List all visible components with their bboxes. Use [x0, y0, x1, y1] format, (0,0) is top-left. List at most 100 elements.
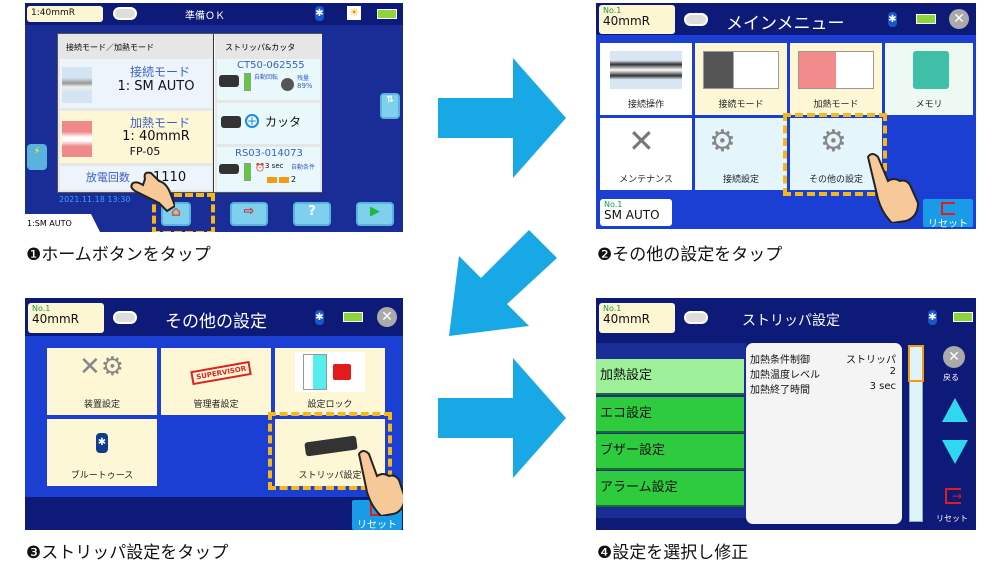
settings-list: 加熱設定 エコ設定 ブザー設定 アラーム設定 — [596, 343, 746, 518]
menu-item-alarm[interactable]: アラーム設定 — [596, 471, 744, 507]
heater-icon — [62, 121, 92, 157]
step3-caption: ❸ストリッパ設定をタップ — [26, 543, 229, 563]
mode-value: 40mmR — [603, 14, 650, 28]
scrollbar-thumb[interactable] — [908, 345, 924, 382]
arc-count-card: 放電回数 1110 — [60, 166, 212, 190]
no-label: No.1 — [603, 6, 622, 15]
mode-column: 接続モード／加熱モード 接続モード 1: SM AUTO 加熱モード 1: 40… — [58, 34, 214, 192]
stripper-time: 3 sec — [265, 162, 284, 170]
exit-button[interactable]: ⇨ — [230, 202, 268, 226]
scroll-up-button[interactable] — [942, 398, 968, 422]
heat-mode-label: 1:40mmR — [27, 6, 103, 22]
battery-level-icon — [244, 73, 251, 91]
bottom-bar — [25, 497, 403, 530]
blade-icon — [281, 78, 294, 91]
tile-heat-mode[interactable]: 加熱モード — [790, 43, 882, 115]
reset-label[interactable]: リセット — [936, 514, 968, 523]
highlight-box — [152, 193, 215, 232]
sun-icon: ☀ — [347, 6, 361, 20]
tile-splice-mode[interactable]: 接続モード — [695, 43, 787, 115]
supervisor-stamp-icon: SUPERVISOR — [190, 360, 253, 386]
add-cutter-card[interactable]: + カッタ — [217, 103, 320, 144]
page-title: その他の設定 — [165, 312, 267, 332]
stripper-card[interactable]: RS03-014073 ⏰ 3 sec 自動条件 2 — [217, 147, 320, 191]
no-label: No.1 — [604, 200, 623, 209]
start-button[interactable]: ▶ — [356, 202, 394, 226]
status-text: 準備ＯＫ — [185, 11, 225, 22]
tile-splice-operation[interactable]: 接続操作 — [600, 43, 692, 115]
bluetooth-icon: ✱ — [96, 433, 108, 453]
cutter-icon — [221, 116, 241, 128]
stripper-icon — [219, 164, 239, 174]
timer-icon: ⏰ — [255, 163, 265, 172]
step2-caption: ❷その他の設定をタップ — [597, 245, 783, 265]
tile-device-settings[interactable]: ✕⚙装置設定 — [47, 348, 157, 415]
tile-maintenance[interactable]: ✕メンテナンス — [600, 118, 692, 190]
datetime: 2021.11.18 13:30 — [59, 195, 131, 204]
menu-item-buzzer[interactable]: ブザー設定 — [596, 434, 744, 470]
section-title: ストリッパ&カッタ — [225, 43, 296, 52]
battery-icon — [916, 14, 936, 24]
scrollbar[interactable] — [908, 345, 924, 522]
pointing-hand-icon — [130, 171, 175, 213]
detail-value: ストリッパ — [846, 355, 896, 366]
reset-button[interactable]: リセット — [923, 199, 973, 229]
splice-mode-icon — [703, 51, 779, 89]
no-label: No.1 — [603, 304, 622, 313]
highlight-box — [783, 113, 887, 196]
fiber-icon — [113, 311, 137, 324]
help-button[interactable]: ? — [293, 202, 331, 226]
gear-icon: ⚙ — [709, 124, 736, 159]
bluetooth-icon: ✱ — [315, 310, 324, 325]
scroll-down-button[interactable] — [942, 440, 968, 464]
switch-screen-button[interactable]: ⇅ — [380, 93, 400, 119]
fiber-image-icon — [610, 51, 682, 89]
tile-label: 装置設定 — [83, 400, 120, 410]
brightness-button[interactable]: ⚡ — [27, 144, 47, 170]
stripper-id: RS03-014073 — [235, 148, 303, 159]
bluetooth-icon: ✱ — [888, 12, 897, 27]
tile-settings-lock[interactable]: 設定ロック — [275, 348, 385, 415]
tool-column: ストリッパ&カッタ CT50-062555 自動回転 残量 89% + カッタ … — [215, 34, 322, 192]
back-button[interactable]: ✕ — [943, 346, 965, 368]
page-title: ストリッパ設定 — [742, 313, 840, 329]
menu-item-heat[interactable]: 加熱設定 — [596, 359, 744, 395]
bluetooth-icon: ✱ — [928, 310, 937, 325]
fiber-icon — [113, 7, 137, 20]
close-button[interactable]: ✕ — [377, 307, 397, 327]
splice-mode-card[interactable]: 接続モード 1: SM AUTO — [60, 59, 212, 108]
tile-label: ストリッパ設定 — [298, 471, 362, 481]
bluetooth-icon: ✱ — [315, 6, 324, 21]
status-bar: 1:40mmR 準備ＯＫ ✱ ☀ — [25, 3, 403, 25]
reset-icon[interactable]: → — [945, 488, 962, 504]
tile-bluetooth[interactable]: ✱ブルートゥース — [47, 419, 157, 486]
no-label: No.1 — [32, 304, 51, 313]
close-button[interactable]: ✕ — [949, 9, 969, 29]
section-title: 接続モード／加熱モード — [66, 43, 154, 52]
home-screen: 1:40mmR 準備ＯＫ ✱ ☀ 接続モード／加熱モード 接続モード 1: SM… — [25, 3, 403, 232]
fiber-icon — [684, 13, 708, 26]
cleaver-id: CT50-062555 — [237, 60, 305, 71]
cleaver-card[interactable]: CT50-062555 自動回転 残量 89% — [217, 59, 320, 100]
detail-value: 2 — [889, 366, 896, 377]
arc-count-label: 放電回数 — [85, 171, 130, 184]
tile-other-settings[interactable]: ⚙その他の設定 — [790, 118, 882, 190]
reset-icon — [941, 202, 955, 215]
tile-memory[interactable]: メモリ — [885, 43, 973, 115]
tile-label: 接続操作 — [627, 100, 664, 110]
lock-list-icon — [295, 352, 365, 392]
heat-mode-card[interactable]: 加熱モード 1: 40mmR FP-05 — [60, 111, 212, 163]
menu-item-eco[interactable]: エコ設定 — [596, 397, 744, 433]
tile-splice-settings[interactable]: ⚙接続設定 — [695, 118, 787, 190]
